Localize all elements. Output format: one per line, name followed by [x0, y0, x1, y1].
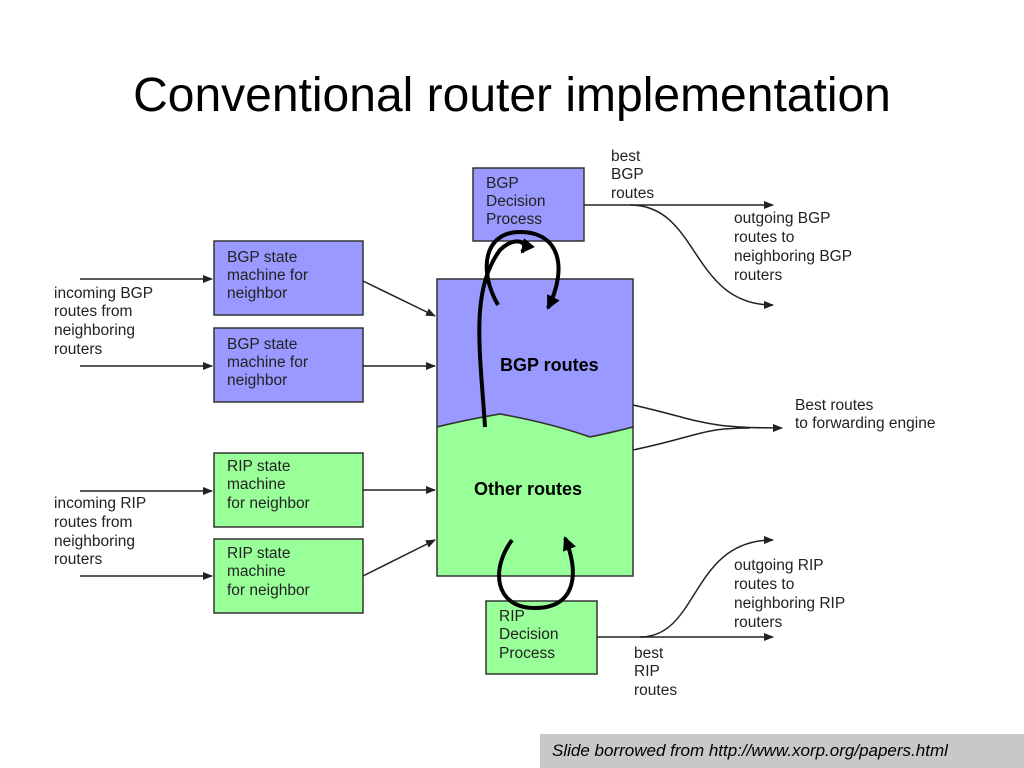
incoming-bgp-line-2: routes from: [54, 303, 132, 320]
rip-decision-line-2: Decision: [499, 626, 558, 643]
best-routes-curve-bottom: [632, 427, 751, 451]
best-bgp-line-1: best: [611, 148, 641, 165]
incoming-rip-line-4: routers: [54, 551, 102, 568]
bgp-sm1-line-2: machine for: [227, 267, 308, 284]
bgp-routes-label: BGP routes: [500, 355, 599, 375]
best-rip-label: best RIP routes: [634, 645, 677, 699]
rip-decision-box: RIP Decision Process: [485, 600, 598, 675]
best-routes-label: Best routes to forwarding engine: [795, 397, 935, 432]
bgp-decision-line-2: Decision: [486, 193, 545, 210]
outgoing-bgp-line-3: neighboring BGP: [734, 248, 852, 265]
rip-sm1-line-3: for neighbor: [227, 495, 310, 512]
outgoing-bgp-label: outgoing BGP routes to neighboring BGP r…: [734, 210, 852, 284]
rib-table: BGP routes Other routes: [436, 278, 634, 577]
bgp-sm1-line-1: BGP state: [227, 249, 297, 266]
outgoing-rip-label: outgoing RIP routes to neighboring RIP r…: [734, 557, 845, 631]
best-rip-line-2: RIP: [634, 663, 660, 680]
rip-sm1-line-2: machine: [227, 476, 286, 493]
bgp-state-machine-1: BGP state machine for neighbor: [213, 240, 364, 316]
rip-decision-line-3: Process: [499, 645, 555, 662]
incoming-rip-line-3: neighboring: [54, 533, 135, 550]
bgp-sm1-line-3: neighbor: [227, 285, 287, 302]
flow-arrows: [80, 201, 783, 641]
bgp-state-machine-2: BGP state machine for neighbor: [213, 327, 364, 403]
best-routes-line-1: Best routes: [795, 397, 874, 414]
outgoing-rip-line-3: neighboring RIP: [734, 595, 845, 612]
rip-sm2-line-2: machine: [227, 563, 286, 580]
best-routes-line-2: to forwarding engine: [795, 415, 935, 432]
incoming-bgp-line-1: incoming BGP: [54, 285, 153, 302]
rip-state-machine-1: RIP state machine for neighbor: [213, 452, 364, 528]
best-bgp-line-3: routes: [611, 185, 654, 202]
incoming-rip-label: incoming RIP routes from neighboring rou…: [54, 495, 146, 568]
bgp-sm2-line-2: machine for: [227, 354, 308, 371]
outgoing-bgp-curve: [629, 204, 774, 309]
incoming-bgp-line-4: routers: [54, 341, 102, 358]
incoming-rip-line-1: incoming RIP: [54, 495, 146, 512]
rip-sm2-line-3: for neighbor: [227, 582, 310, 599]
rip-sm2-to-rib-arrow: [362, 539, 436, 577]
slide-title: Conventional router implementation: [133, 69, 891, 122]
rip-sm1-line-1: RIP state: [227, 458, 290, 475]
best-bgp-label: best BGP routes: [611, 148, 654, 202]
bgp-decision-box: BGP Decision Process: [472, 167, 585, 242]
outgoing-rip-line-1: outgoing RIP: [734, 557, 824, 574]
best-routes-curve-top: [632, 404, 783, 432]
bgp-decision-return-loop: [484, 229, 561, 310]
rip-sm2-line-1: RIP state: [227, 545, 290, 562]
bgp-sm2-line-1: BGP state: [227, 336, 297, 353]
outgoing-bgp-line-4: routers: [734, 267, 782, 284]
bgp-sm1-to-rib-arrow: [362, 280, 436, 317]
bgp-to-decision-loop: [477, 238, 535, 428]
outgoing-bgp-line-1: outgoing BGP: [734, 210, 831, 227]
best-bgp-line-2: BGP: [611, 166, 644, 183]
bgp-sm2-line-3: neighbor: [227, 372, 287, 389]
incoming-bgp-label: incoming BGP routes from neighboring rou…: [54, 285, 153, 358]
bgp-decision-line-1: BGP: [486, 175, 519, 192]
rip-state-machine-2: RIP state machine for neighbor: [213, 538, 364, 614]
other-routes-region: [436, 413, 634, 577]
best-rip-line-1: best: [634, 645, 664, 662]
footer-bar: [540, 734, 1024, 768]
best-rip-line-3: routes: [634, 682, 677, 699]
other-routes-label: Other routes: [474, 479, 582, 499]
rip-decision-loop: [497, 536, 576, 611]
incoming-bgp-line-3: neighboring: [54, 322, 135, 339]
outgoing-rip-line-4: routers: [734, 614, 782, 631]
footer-credit: Slide borrowed from http://www.xorp.org/…: [552, 741, 948, 760]
bgp-decision-line-3: Process: [486, 211, 542, 228]
outgoing-rip-line-2: routes to: [734, 576, 794, 593]
rip-decision-line-1: RIP: [499, 608, 525, 625]
outgoing-rip-curve: [639, 536, 774, 638]
decision-loops: [477, 229, 576, 611]
incoming-rip-line-2: routes from: [54, 514, 132, 531]
outgoing-bgp-line-2: routes to: [734, 229, 794, 246]
